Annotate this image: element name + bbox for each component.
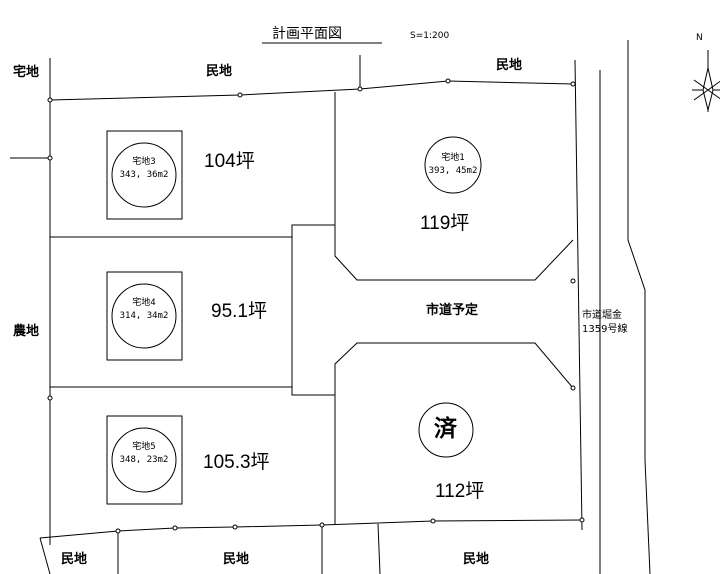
neighbor-label: 民地 [206, 64, 233, 79]
neighbor-label: 民地 [463, 552, 490, 567]
road-name-label: 市道堀金 [582, 310, 622, 321]
compass-icon [692, 50, 720, 112]
boundary-top [49, 80, 574, 101]
road-number-label: 1359号線 [582, 324, 628, 335]
lot3-box [106, 130, 183, 220]
neighbor-label: 農地 [13, 324, 40, 339]
lot1-tsubo: 119坪 [420, 213, 470, 234]
planned-road-label: 市道予定 [426, 303, 479, 318]
neighbor-label: 民地 [61, 552, 88, 567]
lot1-boundary [334, 225, 574, 281]
lot2-tsubo: 112坪 [435, 481, 485, 502]
plan-title: 計画平面図 [272, 26, 342, 42]
lot5-box [106, 415, 183, 505]
lot3-tsubo: 104坪 [204, 151, 255, 172]
lot5-tsubo: 105.3坪 [203, 452, 270, 473]
neighbor-label: 宅地 [13, 65, 40, 80]
neighbor-label: 民地 [496, 58, 523, 73]
road-edge [627, 40, 651, 574]
boundary-right [574, 59, 583, 531]
boundary-bottom [39, 519, 583, 539]
lot4-box [106, 271, 183, 361]
sold-status: 済 [434, 416, 457, 442]
sold-mark [418, 402, 474, 458]
road-end [291, 224, 335, 396]
lot2-boundary [334, 342, 574, 395]
compass-north-label: N [696, 33, 703, 43]
scale-label: S=1:200 [410, 31, 450, 41]
lot4-tsubo: 95.1坪 [211, 301, 267, 322]
neighbor-label: 民地 [223, 552, 250, 567]
